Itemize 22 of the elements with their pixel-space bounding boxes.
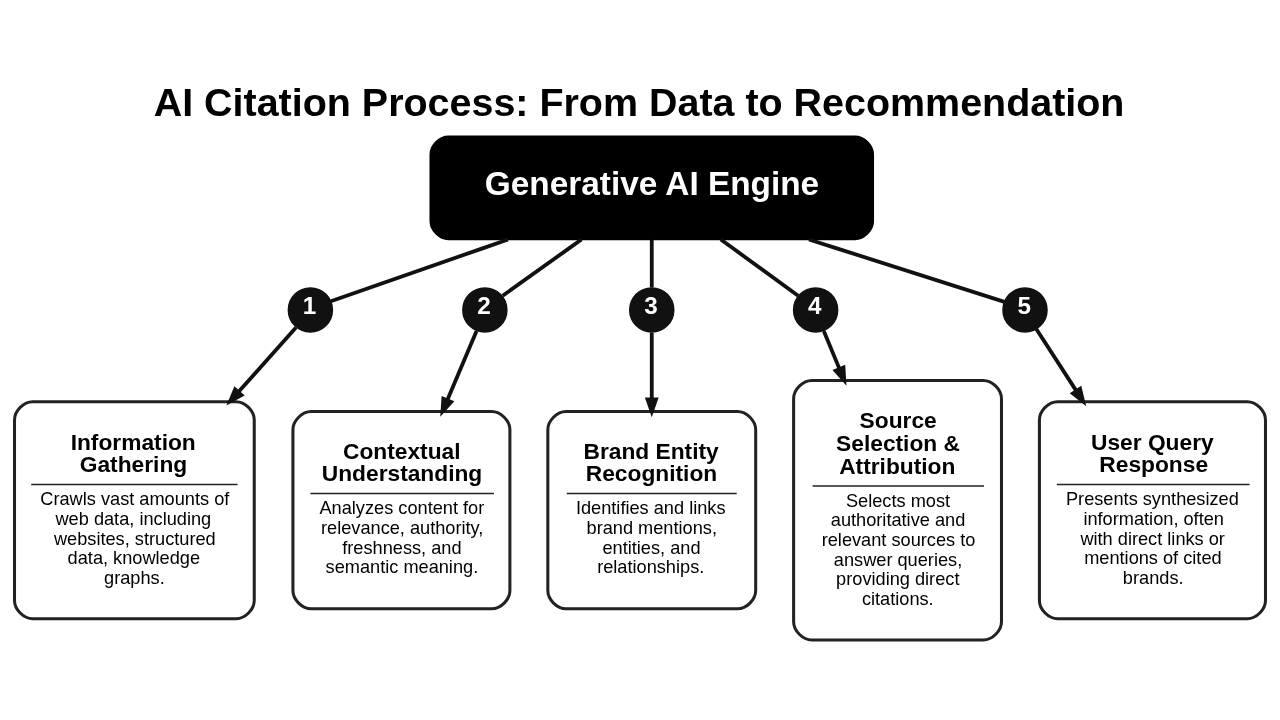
node-box: User Query Response Presents synthesized information, often with direct links or mentions of cited brands. — [1037, 400, 1267, 621]
node-circle: 1 — [287, 287, 334, 333]
arrow — [440, 330, 479, 417]
node-box: Contextual Understanding Analyzes content for relevance, authority, freshness, and semantic meaning. — [291, 410, 512, 611]
arrow — [822, 330, 847, 386]
node-circle: 5 — [1002, 287, 1048, 333]
node-box: Source Selection & Attribution Selects most authoritative and relevant sources to answer queries, providing direct citations. — [792, 378, 1003, 642]
node-box: Generative AI Engine — [429, 135, 875, 241]
node-box: Information Gathering Crawls vast amounts of web data, including websites, structured data, knowledge graphs. — [13, 400, 256, 621]
arrow — [644, 332, 659, 418]
connector — [649, 239, 654, 288]
node-circle: 2 — [462, 287, 508, 333]
arrow — [226, 326, 298, 406]
node-circle: 4 — [792, 287, 839, 333]
diagram-title: AI Citation Process: From Data to Recommendation — [153, 80, 1125, 125]
connector — [719, 237, 800, 298]
connector — [330, 237, 509, 304]
node-box: Brand Entity Recognition Identifies and links brand mentions, entities, and relationships. — [546, 410, 758, 611]
connector — [501, 237, 583, 298]
connector — [808, 237, 1005, 304]
arrow — [1034, 327, 1087, 407]
node-circle: 3 — [629, 287, 675, 333]
